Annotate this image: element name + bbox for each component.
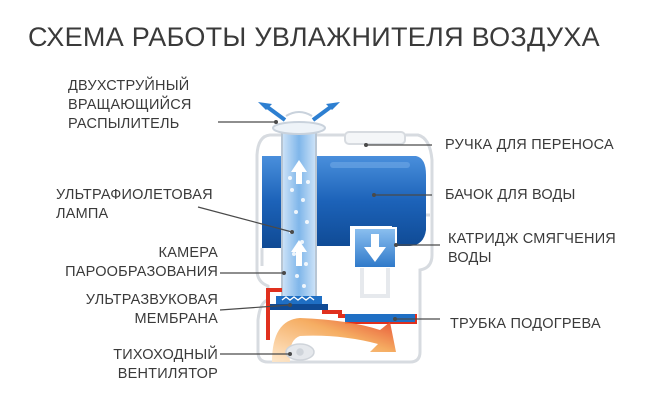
label-sprayer-line1: ДВУХСТРУЙНЫЙ [68, 78, 190, 94]
label-tank-line1: БАЧОК ДЛЯ ВОДЫ [445, 187, 576, 203]
vapor-bubbles [288, 176, 310, 288]
label-sprayer-line2: ВРАЩАЮЩИЙСЯ [68, 97, 192, 113]
fan-shape [285, 343, 315, 361]
vapor-column [281, 127, 317, 299]
column-arrows [291, 160, 307, 266]
label-cartridge-line2: ВОДЫ [448, 250, 492, 266]
leader-lines [197, 121, 440, 355]
handle-shape [344, 131, 406, 145]
tank-shine [330, 162, 410, 168]
label-sprayer: ДВУХСТРУЙНЫЙ ВРАЩАЮЩИЙСЯ РАСПЫЛИТЕЛЬ [68, 77, 192, 134]
label-chamber-line2: ПАРООБРАЗОВАНИЯ [65, 264, 218, 280]
label-membrane-line1: УЛЬТРАЗВУКОВАЯ [85, 292, 218, 308]
label-heater-tube-line1: ТРУБКА ПОДОГРЕВА [450, 316, 601, 332]
label-fan-line1: ТИХОХОДНЫЙ [113, 347, 218, 363]
water-tank-shape [262, 156, 426, 248]
sprayer-shape [272, 111, 326, 135]
label-heater-tube: ТРУБКА ПОДОГРЕВА [450, 315, 601, 334]
label-uv-lamp-line1: УЛЬТРАФИОЛЕТОВАЯ [56, 187, 213, 203]
label-cartridge-line1: КАТРИДЖ СМЯГЧЕНИЯ [448, 231, 616, 247]
vapor-output-arrows [258, 102, 340, 122]
label-uv-lamp-line2: ЛАМПА [56, 206, 109, 222]
leader-dots [274, 120, 398, 356]
label-cartridge: КАТРИДЖ СМЯГЧЕНИЯ ВОДЫ [448, 230, 616, 268]
label-handle-line1: РУЧКА ДЛЯ ПЕРЕНОСА [445, 137, 614, 153]
label-tank: БАЧОК ДЛЯ ВОДЫ [445, 186, 576, 205]
heat-flow-shape [272, 318, 396, 362]
label-handle: РУЧКА ДЛЯ ПЕРЕНОСА [445, 136, 614, 155]
label-fan: ТИХОХОДНЫЙ ВЕНТИЛЯТОР [86, 346, 218, 384]
label-sprayer-line3: РАСПЫЛИТЕЛЬ [68, 116, 180, 132]
label-chamber-line1: КАМЕРА [158, 245, 218, 261]
label-chamber: КАМЕРА ПАРООБРАЗОВАНИЯ [46, 244, 218, 282]
tube-blue-segment [345, 314, 415, 322]
label-membrane-line2: МЕМБРАНА [134, 311, 218, 327]
cartridge-arrow [364, 234, 386, 262]
label-fan-line2: ВЕНТИЛЯТОР [117, 366, 218, 382]
label-membrane: УЛЬТРАЗВУКОВАЯ МЕМБРАНА [56, 291, 218, 329]
label-uv-lamp: УЛЬТРАФИОЛЕТОВАЯ ЛАМПА [56, 186, 213, 224]
membrane-shape [270, 296, 328, 310]
diagram-title: СХЕМА РАБОТЫ УВЛАЖНИТЕЛЯ ВОЗДУХА [28, 22, 600, 52]
cartridge-pipes [360, 268, 390, 298]
